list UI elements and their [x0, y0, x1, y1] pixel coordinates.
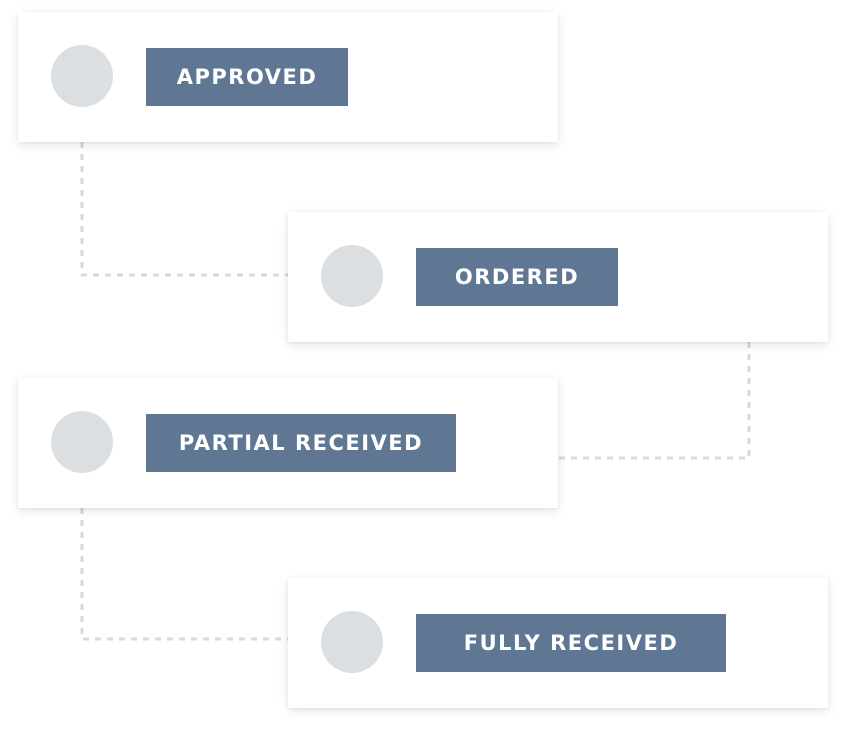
connector-approved-to-ordered [80, 142, 288, 277]
connector-ordered-to-partial-received [558, 342, 751, 460]
status-label-approved: APPROVED [146, 48, 348, 106]
status-step-approved: APPROVED [18, 12, 558, 142]
status-indicator-dot [51, 45, 113, 107]
status-step-fully-received: FULLY RECEIVED [288, 578, 828, 708]
status-indicator-dot [51, 411, 113, 473]
status-indicator-dot [321, 245, 383, 307]
status-indicator-dot [321, 611, 383, 673]
connector-partial-received-to-fully-received [80, 508, 288, 641]
status-label-ordered: ORDERED [416, 248, 618, 306]
status-label-partial-received: PARTIAL RECEIVED [146, 414, 456, 472]
status-label-fully-received: FULLY RECEIVED [416, 614, 726, 672]
status-step-ordered: ORDERED [288, 212, 828, 342]
status-step-partial-received: PARTIAL RECEIVED [18, 378, 558, 508]
